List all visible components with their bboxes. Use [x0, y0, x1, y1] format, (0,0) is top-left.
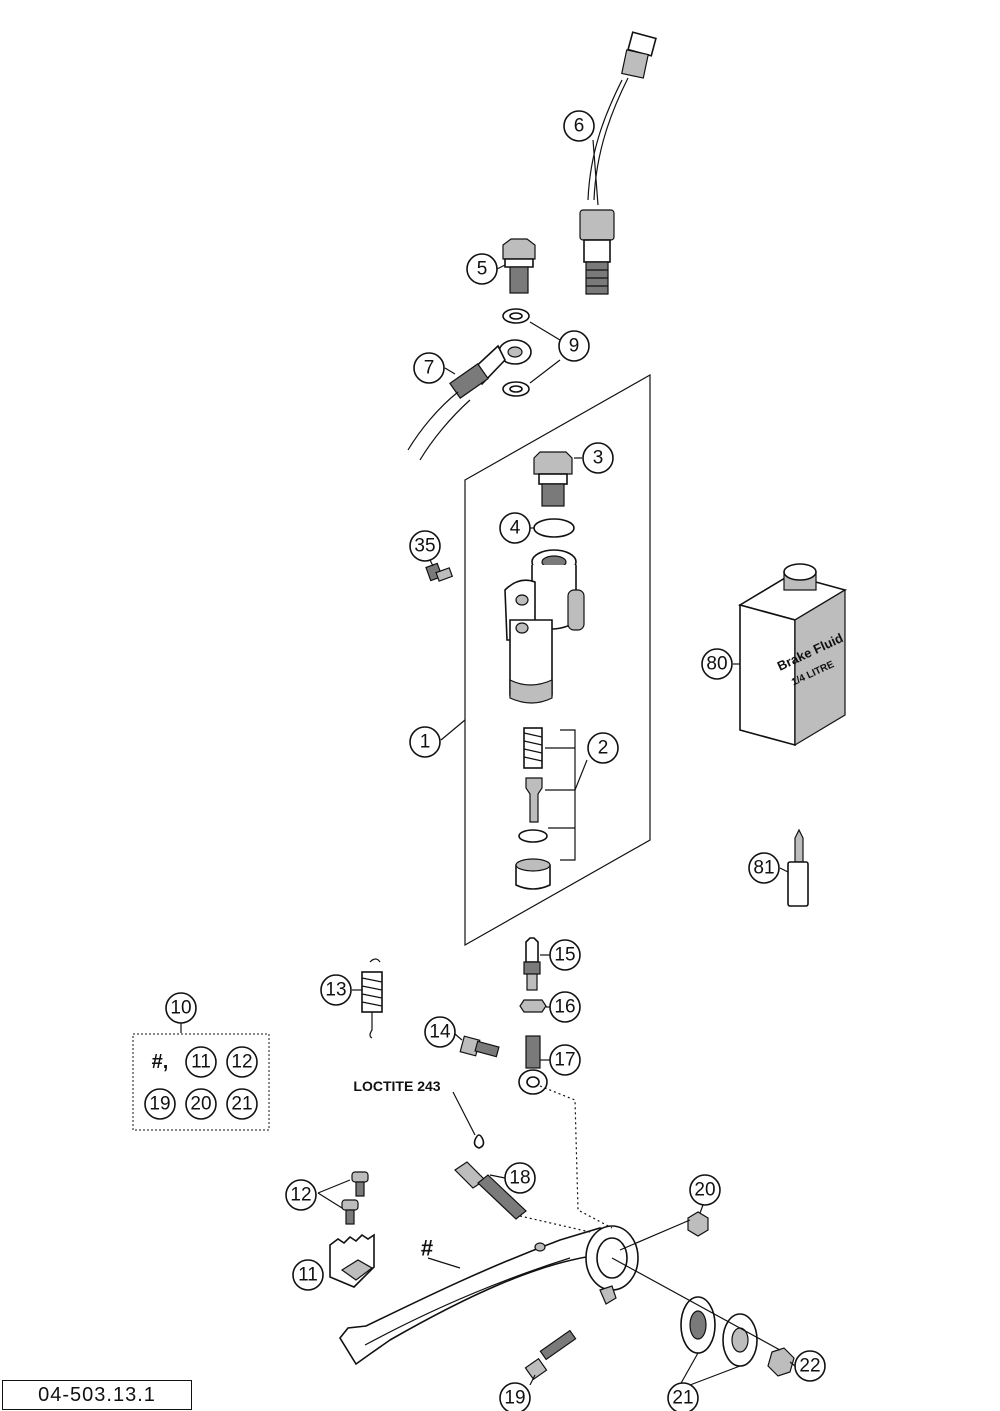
brake-pedal-step-part	[329, 1233, 375, 1288]
callout-14-label: 14	[429, 1022, 451, 1043]
callout-81-label: 81	[753, 858, 774, 879]
kit-item-21: 21	[231, 1094, 252, 1115]
kit-item-19: 19	[149, 1094, 170, 1115]
callout-15-label: 15	[554, 945, 575, 966]
piston-kit-part	[515, 727, 576, 890]
callout-16-label: 16	[554, 997, 575, 1018]
callout-81: 81	[748, 852, 780, 884]
callout-10: 10	[165, 992, 197, 1024]
loctite-label: LOCTITE 243	[353, 1078, 440, 1094]
callout-12-label: 12	[290, 1185, 311, 1206]
nut-part	[519, 999, 547, 1013]
callout-1: 1	[409, 726, 441, 758]
callout-12: 12	[285, 1179, 317, 1211]
banjo-bolt-part	[502, 238, 536, 294]
callout-80: 80	[701, 648, 733, 680]
callout-5-label: 5	[477, 259, 488, 280]
callout-19-label: 19	[504, 1388, 525, 1409]
bearings-part	[680, 1296, 758, 1367]
callout-20-label: 20	[694, 1180, 715, 1201]
return-spring-part	[361, 958, 383, 1039]
callout-21-label: 21	[672, 1388, 693, 1409]
callout-4-label: 4	[510, 518, 521, 539]
callout-22: 22	[794, 1350, 826, 1382]
master-cylinder-body-part	[504, 549, 585, 704]
sealing-washers-part	[502, 308, 530, 397]
threadlocker-tube-part	[787, 828, 809, 907]
o-ring-part	[533, 518, 575, 538]
callout-22-label: 22	[799, 1356, 820, 1377]
callout-80-label: 80	[706, 654, 727, 675]
kit-contents-box: #, 11 12 19 20 21	[132, 1033, 270, 1131]
axle-nut-part	[767, 1347, 795, 1377]
callout-11: 11	[292, 1259, 324, 1291]
callout-13-label: 13	[325, 980, 346, 1001]
kit-item-20: 20	[190, 1094, 211, 1115]
brake-fluid-can-part	[737, 563, 848, 747]
callout-10-label: 10	[170, 998, 191, 1019]
footrest-screws-part	[341, 1171, 369, 1225]
callout-35: 35	[409, 530, 441, 562]
callout-6-label: 6	[574, 116, 585, 137]
lever-nut-part	[687, 1211, 709, 1237]
callout-17-label: 17	[554, 1050, 575, 1071]
pivot-bolt-part	[454, 1134, 527, 1220]
callout-3: 3	[582, 442, 614, 474]
callout-20: 20	[689, 1174, 721, 1206]
brake-light-switch-part	[579, 31, 657, 295]
kit-item-12: 12	[231, 1052, 252, 1073]
master-cylinder-group-outline	[464, 373, 651, 947]
callout-9-label: 9	[569, 336, 580, 357]
callout-2-label: 2	[598, 738, 609, 759]
callout-14: 14	[424, 1016, 456, 1048]
callout-19: 19	[499, 1382, 531, 1411]
kit-item-11: 11	[191, 1052, 211, 1073]
callout-11-label: 11	[298, 1265, 318, 1286]
reservoir-fitting-part	[533, 451, 573, 507]
document-code-label: 04-503.13.1	[2, 1380, 192, 1410]
callout-17: 17	[549, 1044, 581, 1076]
adjuster-bolt-part	[459, 1035, 500, 1058]
push-rod-eye-part	[518, 1035, 548, 1095]
screw-part	[425, 562, 454, 582]
kit-hash-label: #,	[152, 1051, 169, 1073]
pedal-bolt-part	[524, 1329, 577, 1381]
callout-13: 13	[320, 974, 352, 1006]
brake-pedal-lever-part	[339, 1225, 639, 1366]
callout-9: 9	[558, 330, 590, 362]
callout-3-label: 3	[593, 448, 604, 469]
callout-7: 7	[413, 352, 445, 384]
callout-7-label: 7	[424, 358, 435, 379]
callout-35-label: 35	[414, 536, 435, 557]
callout-18: 18	[504, 1162, 536, 1194]
callout-18-label: 18	[509, 1168, 530, 1189]
callout-1-label: 1	[420, 732, 431, 753]
callout-16: 16	[549, 991, 581, 1023]
callout-2: 2	[587, 732, 619, 764]
callout-21: 21	[667, 1382, 699, 1411]
callout-15: 15	[549, 939, 581, 971]
leader-lines	[180, 139, 796, 1386]
callout-6: 6	[563, 110, 595, 142]
callout-5: 5	[466, 253, 498, 285]
callout-4: 4	[499, 512, 531, 544]
brake-hose-part	[407, 339, 532, 461]
pedal-hash-marker: #	[421, 1236, 433, 1261]
bleed-screw-part	[523, 937, 541, 991]
